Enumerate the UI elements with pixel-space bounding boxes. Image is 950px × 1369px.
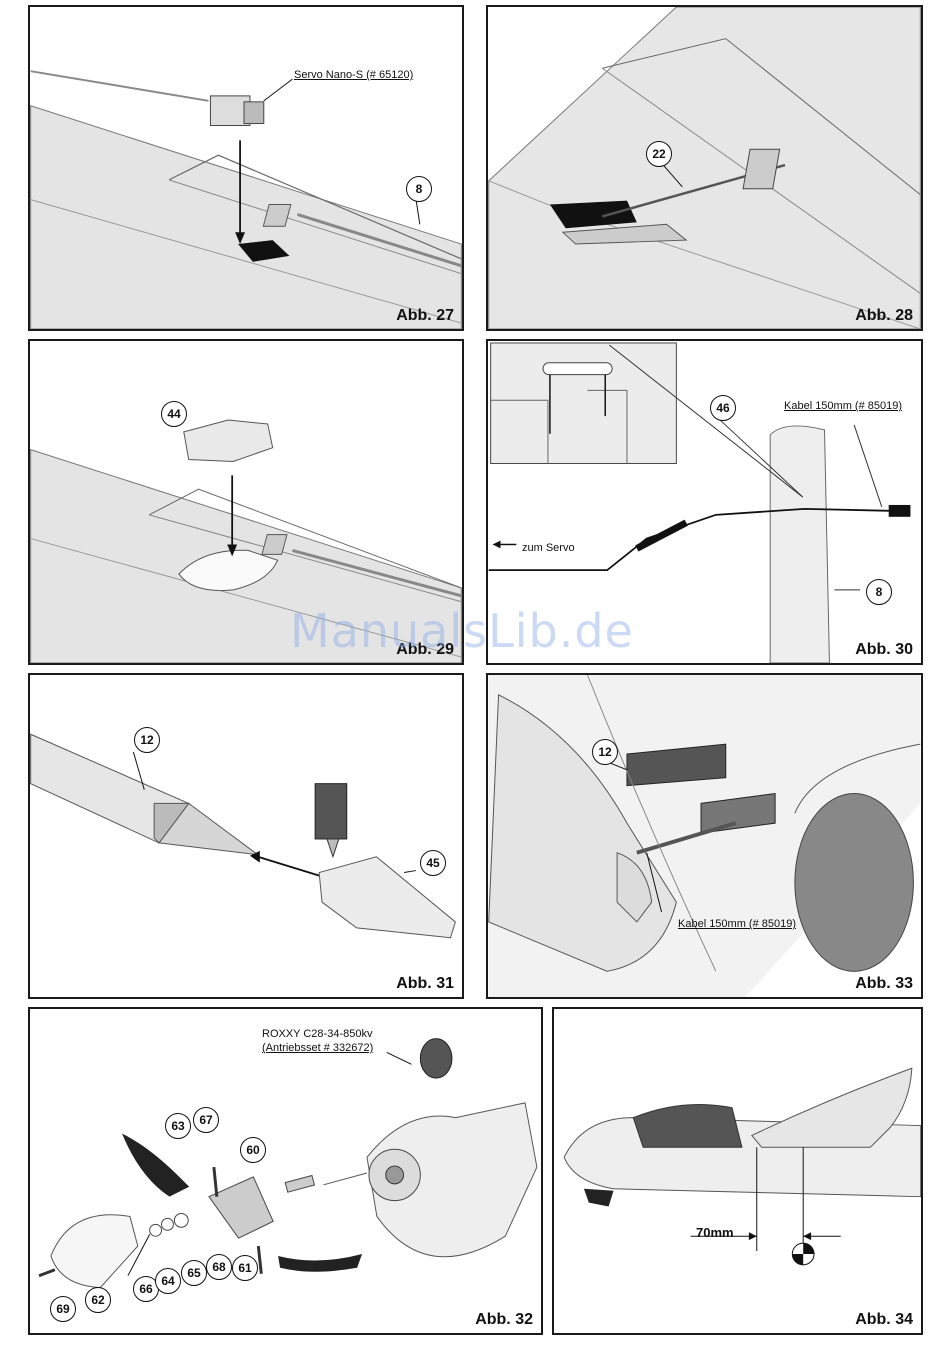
figure-caption: Abb. 30 [855, 641, 913, 659]
cable-label: Kabel 150mm (# 85019) [784, 400, 902, 413]
callout-12: 12 [592, 739, 618, 765]
callout-44: 44 [161, 401, 187, 427]
callout-8: 8 [866, 579, 892, 605]
to-servo-label: zum Servo [522, 542, 575, 555]
callout-67: 67 [193, 1107, 219, 1133]
motor-set-label: (Antriebsset # 332672) [262, 1042, 373, 1055]
figure-caption: Abb. 28 [855, 307, 913, 325]
wing-attachment-illustration [488, 675, 921, 997]
callout-22: 22 [646, 141, 672, 167]
figure-caption: Abb. 32 [475, 1311, 533, 1329]
motor-name-label: ROXXY C28-34-850kv [262, 1028, 372, 1041]
callout-60: 60 [240, 1137, 266, 1163]
figure-abb-31: 12 45 Abb. 31 [28, 673, 464, 999]
servo-label: Servo Nano-S (# 65120) [294, 69, 413, 82]
figure-abb-27: Servo Nano-S (# 65120) 8 Abb. 27 [28, 5, 464, 331]
spar-tip-illustration [30, 675, 462, 997]
figure-abb-28: 22 Abb. 28 [486, 5, 923, 331]
figure-abb-32: ROXXY C28-34-850kv (Antriebsset # 332672… [28, 1007, 543, 1335]
wing-pushrod-illustration [488, 7, 921, 329]
motor-assembly-illustration [30, 1009, 541, 1333]
figure-abb-33: Kabel 150mm (# 85019) 12 Abb. 33 [486, 673, 923, 999]
callout-12: 12 [134, 727, 160, 753]
callout-69: 69 [50, 1296, 76, 1322]
callout-63: 63 [165, 1113, 191, 1139]
cable-label: Kabel 150mm (# 85019) [678, 918, 796, 931]
callout-65: 65 [181, 1260, 207, 1286]
figure-abb-34: 70mm Abb. 34 [552, 1007, 923, 1335]
callout-61: 61 [232, 1255, 258, 1281]
figure-caption: Abb. 31 [396, 975, 454, 993]
callout-45: 45 [420, 850, 446, 876]
center-of-gravity-illustration [554, 1009, 921, 1333]
wing-servo-illustration [30, 7, 462, 329]
callout-68: 68 [206, 1254, 232, 1280]
figure-caption: Abb. 34 [855, 1311, 913, 1329]
callout-8: 8 [406, 176, 432, 202]
callout-64: 64 [155, 1268, 181, 1294]
callout-62: 62 [85, 1287, 111, 1313]
figure-caption: Abb. 27 [396, 307, 454, 325]
watermark: ManualsLib.de [290, 604, 634, 658]
dimension-label: 70mm [696, 1226, 734, 1239]
figure-caption: Abb. 33 [855, 975, 913, 993]
callout-46: 46 [710, 395, 736, 421]
